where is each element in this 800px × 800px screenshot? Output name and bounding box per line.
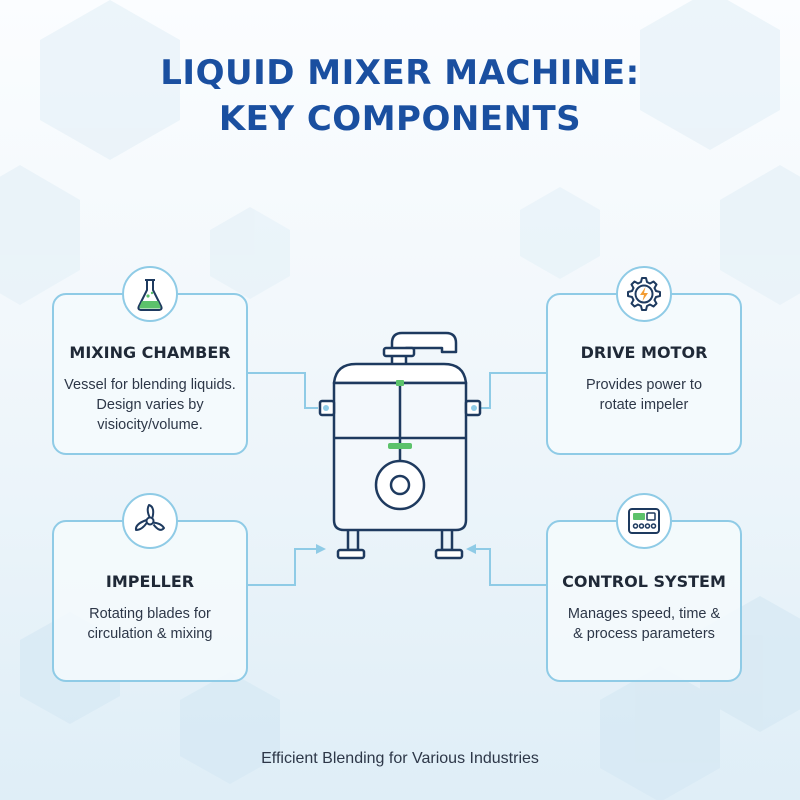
- leg-foot-left: [336, 548, 366, 560]
- page-title: LIQUID MIXER MACHINE: KEY COMPONENTS: [0, 50, 800, 142]
- mixing-chamber-desc-line-2: Design varies by: [96, 397, 204, 413]
- gear-icon-badge: [616, 266, 672, 322]
- flask-icon-badge: [122, 266, 178, 322]
- propeller-icon: [134, 504, 165, 531]
- propeller-icon-badge: [122, 493, 178, 549]
- flask-icon: [137, 279, 163, 311]
- gear-bolt-icon: [627, 277, 661, 311]
- arrow-control-system: [466, 544, 476, 554]
- drive-motor-desc-line-2: rotate impeler: [599, 397, 689, 413]
- leg-foot-right: [434, 548, 464, 560]
- impeller-hub: [389, 474, 411, 496]
- drive-motor-desc-line-1: Provides power to: [585, 377, 703, 393]
- title-line-1: LIQUID MIXER MACHINE:: [160, 53, 640, 93]
- impeller-desc-line-2: circulation & mixing: [87, 626, 213, 642]
- mixing-chamber-desc-line-3: visiocity/volume.: [97, 417, 203, 433]
- arrow-impeller: [316, 544, 326, 554]
- card-control-system: CONTROL SYSTEM Manages speed, time & & p…: [546, 520, 742, 682]
- mixing-chamber-desc-line-1: Vessel for blending liquids.: [64, 377, 236, 393]
- connector-drive-motor: [478, 372, 546, 409]
- shaft-collar: [388, 443, 412, 449]
- control-system-heading: CONTROL SYSTEM: [562, 572, 726, 591]
- control-panel-icon: [628, 508, 660, 534]
- inlet-flange: [382, 346, 416, 358]
- mixing-chamber-heading: MIXING CHAMBER: [69, 343, 231, 362]
- connector-mixing-chamber: [248, 372, 318, 409]
- impeller-desc-line-1: Rotating blades for: [89, 606, 211, 622]
- tank-lid: [332, 362, 468, 385]
- inlet-pipe: [390, 331, 458, 366]
- impeller-description: Rotating blades for circulation & mixing: [64, 604, 236, 644]
- title-line-2: KEY COMPONENTS: [218, 99, 582, 139]
- drive-motor-heading: DRIVE MOTOR: [580, 343, 708, 362]
- footer-tagline: Efficient Blending for Various Industrie…: [261, 750, 539, 767]
- shaft-coupling: [396, 380, 404, 386]
- connector-control-system: [472, 548, 546, 586]
- control-system-description: Manages speed, time & & process paramete…: [558, 604, 730, 644]
- control-panel-icon-badge: [616, 493, 672, 549]
- control-system-desc-line-2: & process parameters: [573, 626, 715, 642]
- connector-impeller: [248, 548, 318, 586]
- mixing-chamber-description: Vessel for blending liquids. Design vari…: [64, 375, 236, 435]
- tank-legs: [346, 530, 454, 552]
- drive-motor-description: Provides power to rotate impeler: [558, 375, 730, 415]
- control-system-desc-line-1: Manages speed, time &: [567, 606, 721, 622]
- impeller-heading: IMPELLER: [105, 572, 195, 591]
